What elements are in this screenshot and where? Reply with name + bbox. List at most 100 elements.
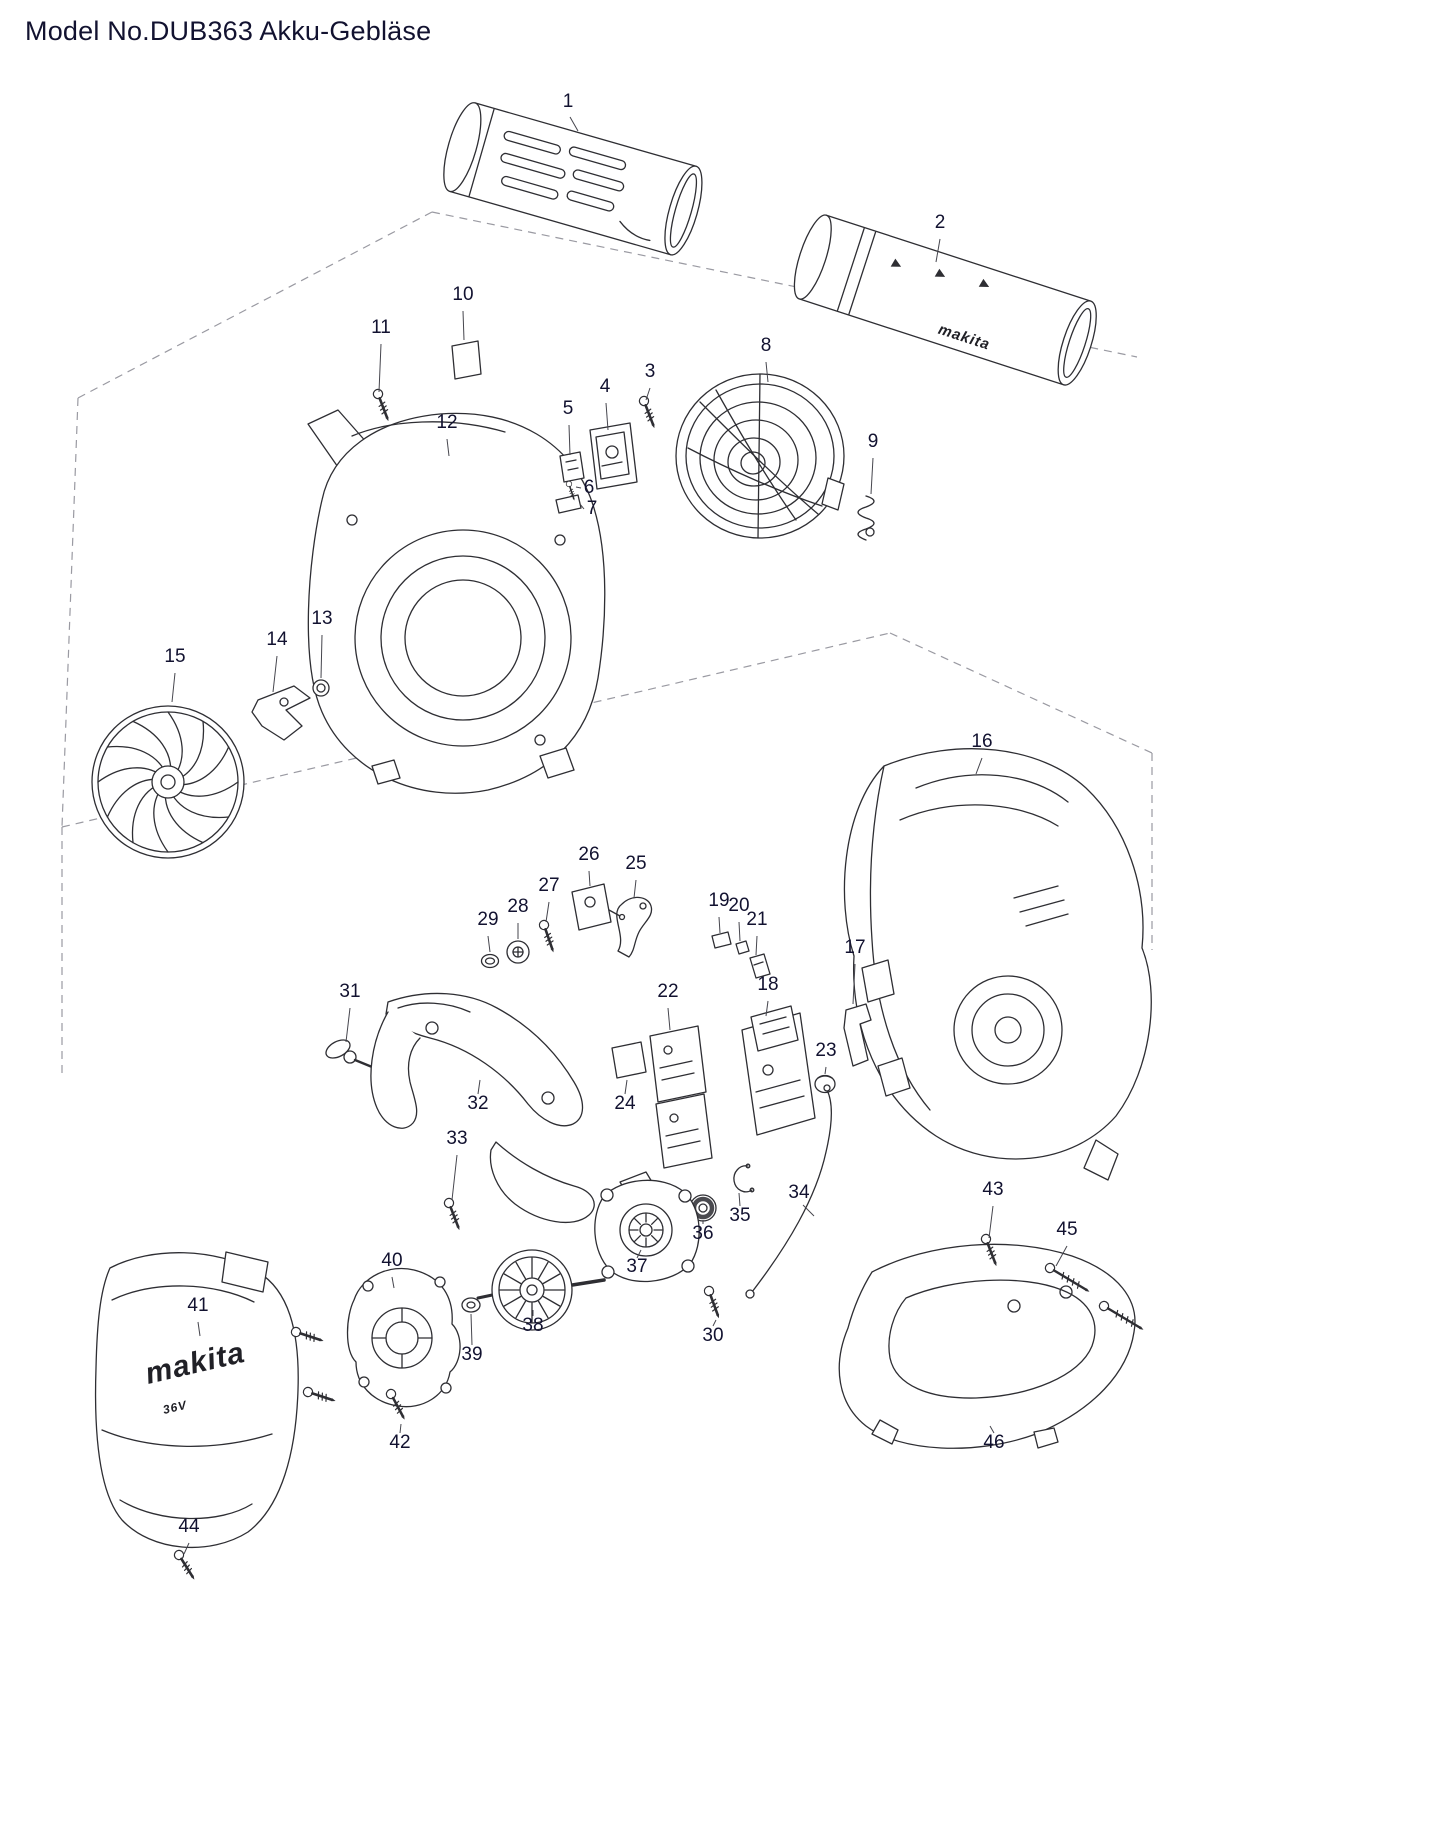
leader-line-15 [171,672,176,703]
leader-line-35 [738,1192,741,1207]
leader-line-14 [272,655,278,693]
part-number-18: 18 [757,974,778,995]
leader-line-40 [391,1276,395,1289]
part-22-switch-unit-sketch [649,1025,713,1169]
leader-line-17 [852,963,856,1005]
part-33-screw-sketch [441,1195,465,1234]
part-number-14: 14 [266,629,288,650]
part-number-38: 38 [522,1315,543,1336]
part-number-37: 37 [626,1256,647,1277]
part-number-29: 29 [477,909,498,930]
part-number-39: 39 [461,1344,482,1365]
leader-line-13 [320,634,323,679]
part-number-10: 10 [452,284,473,305]
part-number-46: 46 [983,1432,1004,1453]
leader-line-42 [399,1423,402,1434]
cover-voltage-text: 36V [162,1398,189,1417]
leader-line-7 [579,503,585,510]
leader-line-30 [712,1319,717,1327]
part-13-nut-sketch [312,679,330,697]
leader-line-32 [477,1079,481,1095]
part-number-12: 12 [436,412,457,433]
part-15-impeller-sketch [91,705,245,859]
part-28-knob-sketch [506,940,530,964]
part-number-36: 36 [692,1223,713,1244]
leader-line-37 [636,1249,642,1259]
part-17-lock-lever-sketch [843,1003,872,1067]
leader-line-4 [605,402,609,431]
part-number-43: 43 [982,1179,1003,1200]
part-number-1: 1 [563,91,574,112]
construction-line-right-diagonal [889,632,1153,754]
leader-line-44 [183,1542,190,1555]
leader-line-45 [1055,1245,1068,1267]
part-20-clip-sketch [735,940,750,955]
part-number-40: 40 [381,1250,402,1271]
leader-line-46 [989,1425,995,1434]
construction-line-top-left [77,211,433,399]
part-25-lever-sketch [616,896,653,958]
part-number-27: 27 [538,875,559,896]
part-31-wing-bolt-sketch [325,1039,379,1071]
part-number-21: 21 [746,909,767,930]
part-number-17: 17 [844,937,865,958]
part-19-clip-sketch [711,931,732,949]
part-1-inner-pipe-sketch [443,102,703,256]
part-4-switch-plate-sketch [589,422,638,490]
leader-line-18 [765,1000,769,1017]
part-16-housing-right-sketch [843,748,1152,1181]
leader-line-26 [588,870,591,887]
leader-line-29 [487,935,491,953]
leader-line-23 [824,1066,827,1075]
leader-line-43 [988,1205,994,1239]
part-number-44: 44 [178,1516,200,1537]
part-42-screw-c-sketch [300,1384,339,1407]
part-number-3: 3 [645,361,656,382]
part-12-blower-housing-sketch [307,409,606,794]
part-number-26: 26 [578,844,599,865]
part-number-22: 22 [657,981,678,1002]
part-34-cable-sketch [745,1084,833,1299]
part-8-fan-guard-sketch [675,373,845,539]
part-number-33: 33 [446,1128,467,1149]
leader-line-19 [718,916,721,934]
part-40-stator-sketch [346,1267,461,1408]
leader-line-8 [765,361,769,383]
leader-line-6 [575,486,582,489]
part-number-15: 15 [164,646,185,667]
callout-layer: 1234567891011121314151617181920212223242… [164,91,1078,1555]
leader-line-11 [378,343,382,393]
part-number-4: 4 [600,376,611,397]
part-41-battery-cover-sketch: makita 36V [94,1251,299,1548]
leader-line-24 [624,1079,628,1095]
part-number-16: 16 [971,731,992,752]
part-number-24: 24 [614,1093,636,1114]
parts-artwork: makita [91,102,1152,1584]
leader-line-12 [446,438,450,457]
part-number-31: 31 [339,981,360,1002]
part-9-spring-sketch [857,495,875,541]
part-44-screw-sketch [171,1547,200,1584]
part-10-label-sketch [451,340,482,380]
part-26-switch-sketch [571,883,626,931]
part-35-retaining-ring-sketch [733,1163,755,1193]
part-29-o-ring-sketch [480,953,500,969]
part-number-6: 6 [584,477,595,498]
leader-line-21 [755,935,758,956]
part-14-fan-stopper-sketch [251,685,311,741]
part-32-handle-sketch [370,992,595,1224]
leader-line-27 [545,901,550,923]
leader-line-20 [738,921,741,942]
part-number-9: 9 [868,431,879,452]
part-5-switch-sketch [559,451,585,483]
part-number-28: 28 [507,896,528,917]
part-7-clamp-sketch [555,494,582,514]
leader-line-2 [935,238,941,263]
part-number-11: 11 [371,317,391,338]
part-number-45: 45 [1056,1219,1077,1240]
leader-line-22 [667,1007,671,1031]
leader-line-25 [633,879,637,899]
construction-line-top-right [431,211,1138,358]
